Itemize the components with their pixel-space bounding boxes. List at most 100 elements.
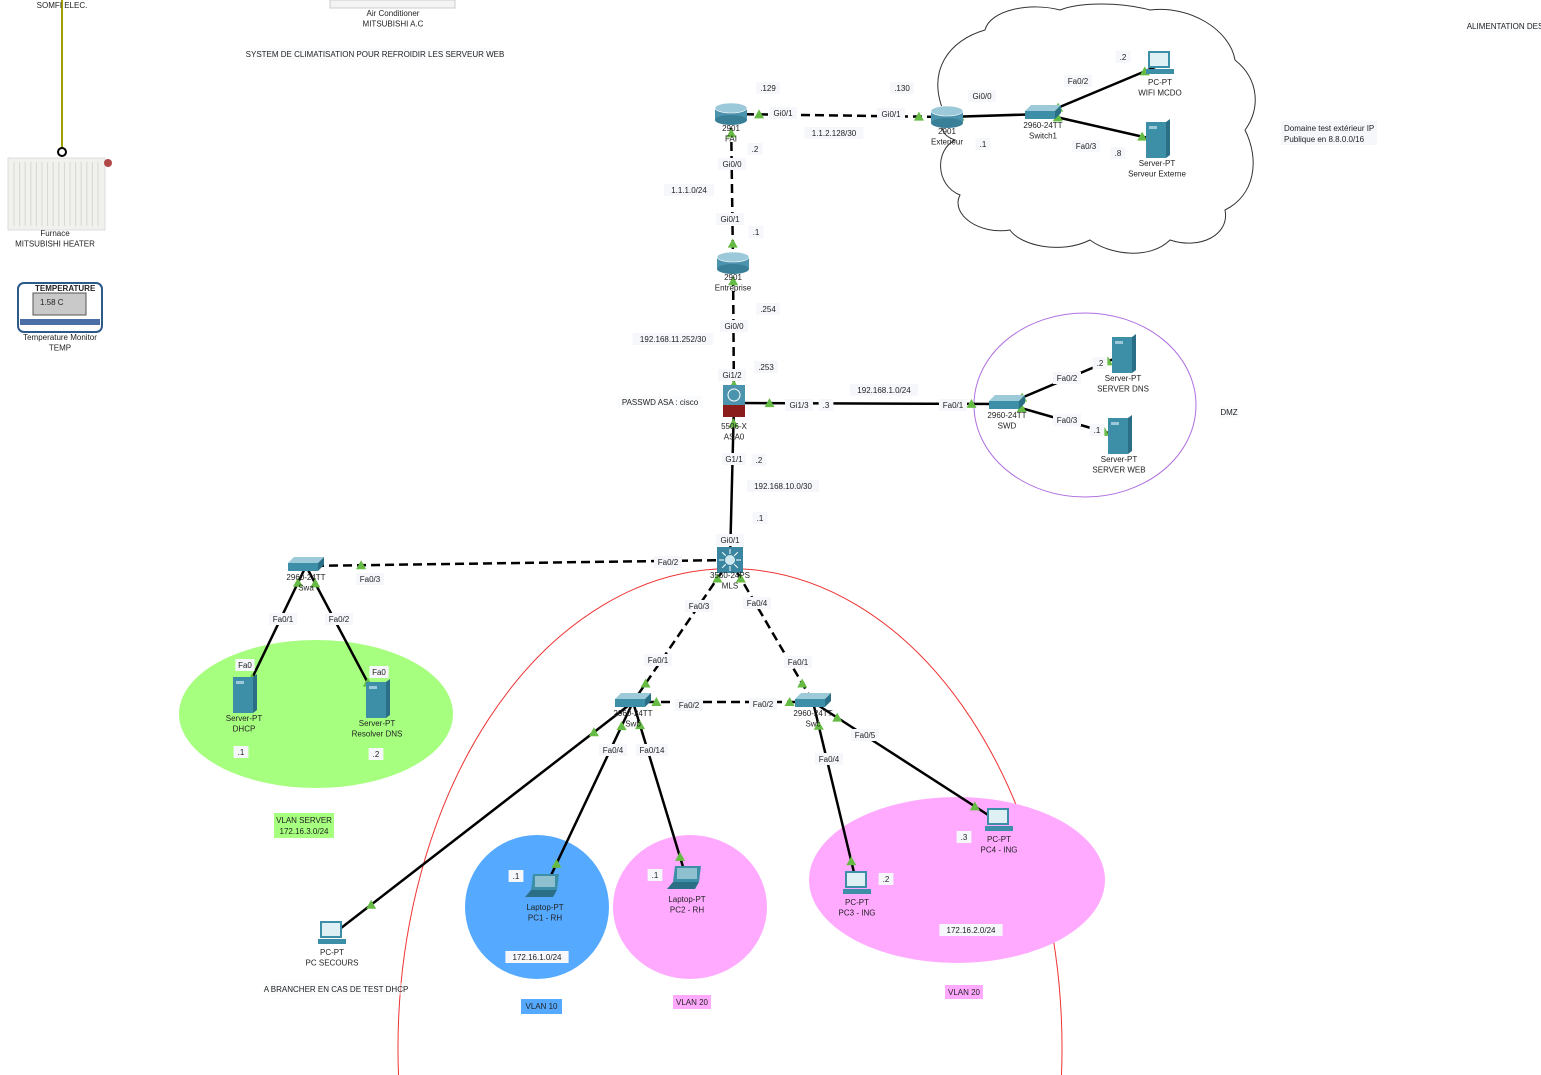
annotation-label: Fa0/4 bbox=[599, 744, 627, 756]
annotation-label: Fa0/1 bbox=[784, 656, 812, 668]
link-swb-pc2[interactable] bbox=[631, 701, 689, 881]
annotation-label: Fa0/2 bbox=[675, 699, 703, 711]
vlan20-ing-zone bbox=[809, 797, 1105, 963]
label-text: Fa0/2 bbox=[753, 700, 774, 709]
link-status-up-icon bbox=[1137, 131, 1148, 141]
label-text: .2 bbox=[373, 750, 380, 759]
label-text: Fa0/2 bbox=[1057, 374, 1078, 383]
link-status-up-icon bbox=[832, 712, 843, 722]
link-status-up-icon bbox=[966, 398, 977, 408]
link-asa0-mls[interactable] bbox=[728, 402, 736, 561]
annotation-label: Fa0 bbox=[369, 666, 389, 678]
label-text: Gi0/0 bbox=[972, 92, 992, 101]
device-label: 2960-24TT bbox=[1023, 121, 1062, 130]
link-switch1-wifi[interactable] bbox=[1042, 63, 1161, 116]
annotation-label: Fa0/2 bbox=[1064, 75, 1092, 87]
annotation-label: .1 bbox=[508, 870, 524, 882]
link-swa-dhcp[interactable] bbox=[242, 565, 308, 696]
annotation-label: .1 bbox=[752, 512, 768, 524]
device-label: PC-PT bbox=[987, 835, 1011, 844]
device-label: Server-PT bbox=[1105, 374, 1142, 383]
link-status-up-icon bbox=[784, 697, 795, 706]
annotation-label: Gi0/1 bbox=[716, 534, 744, 546]
vlan20-rh-label: VLAN 20 bbox=[673, 995, 711, 1009]
link-swb-secours[interactable] bbox=[331, 701, 634, 936]
device-label: Air Conditioner bbox=[367, 9, 420, 18]
label-text: Fa0/1 bbox=[648, 656, 669, 665]
router-icon bbox=[716, 251, 750, 274]
label-text: Fa0/2 bbox=[679, 701, 700, 710]
label-text: .3 bbox=[961, 833, 968, 842]
device-label: 2901 bbox=[938, 127, 956, 136]
link-mls-swb[interactable] bbox=[631, 559, 732, 703]
link-fai-exterieur[interactable] bbox=[730, 112, 948, 119]
label-text: .130 bbox=[894, 84, 910, 93]
device-label: WIFI MCDO bbox=[1138, 89, 1182, 98]
label-text: Fa0/4 bbox=[603, 746, 624, 755]
link-swc-pc4[interactable] bbox=[812, 700, 1000, 824]
annotation-label: .1 bbox=[647, 869, 663, 881]
device-label: Laptop-PT bbox=[526, 903, 563, 912]
zone-label-text: 172.16.3.0/24 bbox=[280, 827, 329, 836]
label-text: Fa0/3 bbox=[689, 602, 710, 611]
annotation-label: Fa0/2 bbox=[1053, 372, 1081, 384]
link-fai-entreprise[interactable] bbox=[729, 113, 735, 264]
device-label: TEMP bbox=[49, 344, 71, 353]
label-text: .8 bbox=[1115, 149, 1122, 158]
label-text: ALIMENTATION DES bbox=[1467, 22, 1541, 31]
laptop-icon bbox=[525, 874, 559, 897]
annotation-label: Gi0/1 bbox=[769, 107, 797, 119]
label-text: Fa0/4 bbox=[819, 755, 840, 764]
label-text: Gi0/1 bbox=[720, 536, 740, 545]
asa-icon bbox=[723, 385, 745, 417]
link-status-up-icon bbox=[635, 720, 646, 730]
link-switch1-srvext[interactable] bbox=[1042, 112, 1158, 142]
label-text: Fa0/3 bbox=[1076, 142, 1097, 151]
temperature-value: 1.58 C bbox=[40, 298, 64, 307]
device-label: Server-PT bbox=[1101, 455, 1138, 464]
link-status-up-icon bbox=[735, 573, 746, 583]
annotation-label: Fa0/1 bbox=[269, 613, 297, 625]
server-icon bbox=[366, 679, 390, 718]
label-text: .129 bbox=[760, 84, 776, 93]
label-text: Gi0/1 bbox=[881, 110, 901, 119]
label-text: 1.1.2.128/30 bbox=[812, 129, 857, 138]
link-status-up-icon bbox=[1016, 403, 1027, 413]
label-text: .2 bbox=[756, 456, 763, 465]
label-text: Fa0/1 bbox=[788, 658, 809, 667]
label-text: PASSWD ASA : cisco bbox=[622, 398, 699, 407]
link-swb-pc1[interactable] bbox=[543, 701, 635, 889]
link-swa-resolver[interactable] bbox=[304, 565, 379, 701]
label-text: .1 bbox=[1094, 426, 1101, 435]
device-somfi[interactable]: SOMFI ELEC. bbox=[37, 1, 88, 10]
device-label: SOMFI ELEC. bbox=[37, 1, 88, 10]
label-text: SYSTEM DE CLIMATISATION POUR REFROIDIR L… bbox=[246, 50, 505, 59]
device-label: Server-PT bbox=[226, 714, 263, 723]
link-swc-pc3[interactable] bbox=[811, 701, 859, 886]
